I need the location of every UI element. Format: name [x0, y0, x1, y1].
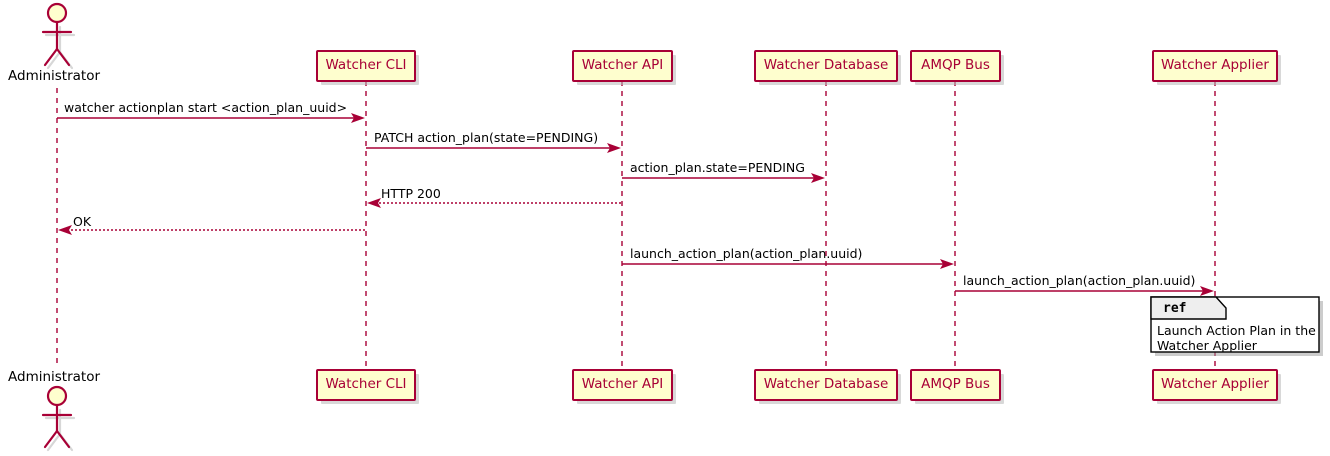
actor-head-icon	[46, 385, 68, 407]
participant-box-amqp-bus-top[interactable]	[910, 50, 1004, 85]
message-label-2: PATCH action_plan(state=PENDING)	[374, 130, 599, 145]
ref-fragment-body-line-1: Launch Action Plan in the	[1157, 323, 1316, 338]
participant-box-watcher-applier-top[interactable]	[1152, 50, 1281, 85]
participant-box-watcher-cli-top[interactable]	[316, 50, 419, 85]
message-arrow-4	[367, 198, 621, 208]
actor-head-icon	[46, 2, 68, 24]
actor-label-administrator-top: Administrator	[8, 68, 101, 84]
message-label-5: OK	[73, 214, 92, 229]
participant-label-watcher-applier-bottom: Watcher Applier	[1161, 376, 1269, 392]
participant-label-watcher-cli-top: Watcher CLI	[325, 57, 407, 73]
participant-label-watcher-api-bottom: Watcher API	[581, 376, 664, 392]
actor-label-administrator-bottom: Administrator	[8, 369, 101, 385]
participant-label-watcher-applier-top: Watcher Applier	[1161, 57, 1269, 73]
ref-fragment-box[interactable]	[1150, 296, 1323, 356]
participant-label-watcher-cli-bottom: Watcher CLI	[325, 376, 407, 392]
message-arrow-3	[622, 173, 825, 183]
actor-body-icon	[41, 21, 73, 67]
message-arrow-6	[622, 259, 954, 269]
participant-box-amqp-bus-bottom[interactable]	[910, 369, 1004, 404]
participant-box-watcher-api-top[interactable]	[572, 50, 676, 85]
actor-body-icon	[41, 404, 73, 449]
participant-box-watcher-database-bottom[interactable]	[754, 369, 901, 404]
participant-label-watcher-api-top: Watcher API	[581, 57, 664, 73]
message-arrow-5	[58, 225, 365, 235]
message-label-4: HTTP 200	[381, 186, 441, 201]
participant-label-amqp-bus-bottom: AMQP Bus	[921, 376, 990, 392]
ref-fragment-tab-label: ref	[1163, 301, 1187, 316]
participant-box-watcher-api-bottom[interactable]	[572, 369, 676, 404]
participant-label-amqp-bus-top: AMQP Bus	[921, 57, 990, 73]
message-label-3: action_plan.state=PENDING	[630, 160, 805, 175]
message-arrow-1	[57, 113, 365, 123]
participant-box-watcher-cli-bottom[interactable]	[316, 369, 419, 404]
participant-box-watcher-applier-bottom[interactable]	[1152, 369, 1281, 404]
message-label-7: launch_action_plan(action_plan.uuid)	[963, 273, 1196, 288]
participant-label-watcher-database-bottom: Watcher Database	[763, 376, 889, 392]
message-label-1: watcher actionplan start <action_plan_uu…	[64, 100, 348, 115]
participant-box-watcher-database-top[interactable]	[754, 50, 901, 85]
actor-administrator-top	[41, 2, 76, 70]
message-arrow-7	[955, 286, 1214, 296]
message-label-6: launch_action_plan(action_plan.uuid)	[630, 246, 863, 261]
participant-label-watcher-database-top: Watcher Database	[763, 57, 889, 73]
ref-fragment-body-line-2: Watcher Applier	[1157, 338, 1257, 353]
message-arrow-2	[366, 143, 621, 153]
actor-administrator-bottom	[41, 385, 76, 452]
